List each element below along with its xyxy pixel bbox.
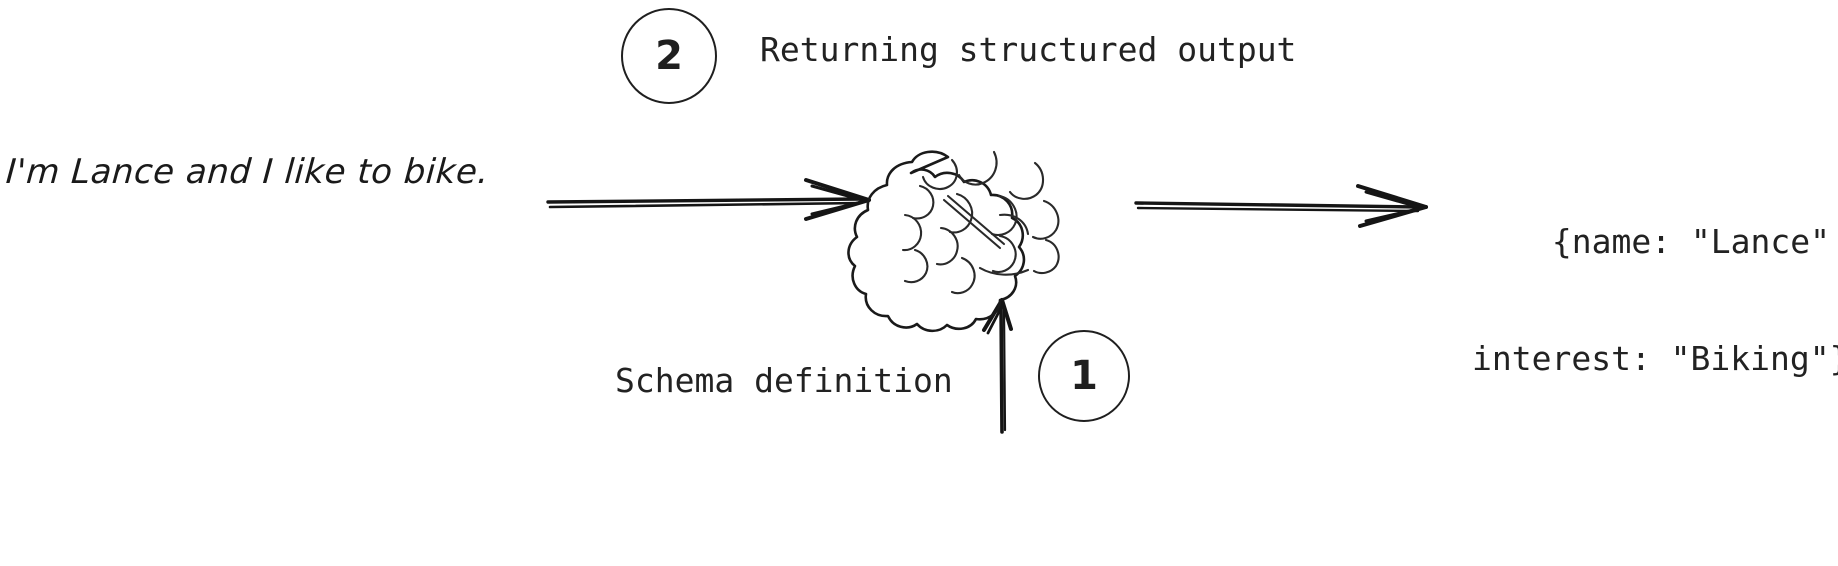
step-2-caption: Returning structured output	[760, 30, 1297, 69]
input-utterance-text: I'm Lance and I like to bike.	[4, 152, 491, 192]
brain-sketch-icon	[847, 150, 1060, 333]
step-marker-2-number: 2	[655, 33, 683, 79]
schema-to-model-arrow	[982, 298, 1013, 434]
input-to-model-arrow	[546, 178, 871, 221]
structured-output-line-2: interest: "Biking"}	[1472, 339, 1838, 378]
step-marker-2: 2	[621, 8, 717, 104]
structured-output-line-1: {name: "Lance"	[1551, 222, 1830, 261]
step-marker-1-number: 1	[1070, 353, 1098, 399]
schema-definition-text: {name: "Person's name" interest: "Person…	[600, 488, 1300, 566]
step-1-caption: Schema definition	[615, 361, 953, 400]
model-to-output-arrow	[1134, 184, 1428, 228]
structured-output-text: {name: "Lance" interest: "Biking"}	[1472, 144, 1838, 456]
step-marker-1: 1	[1038, 330, 1130, 422]
